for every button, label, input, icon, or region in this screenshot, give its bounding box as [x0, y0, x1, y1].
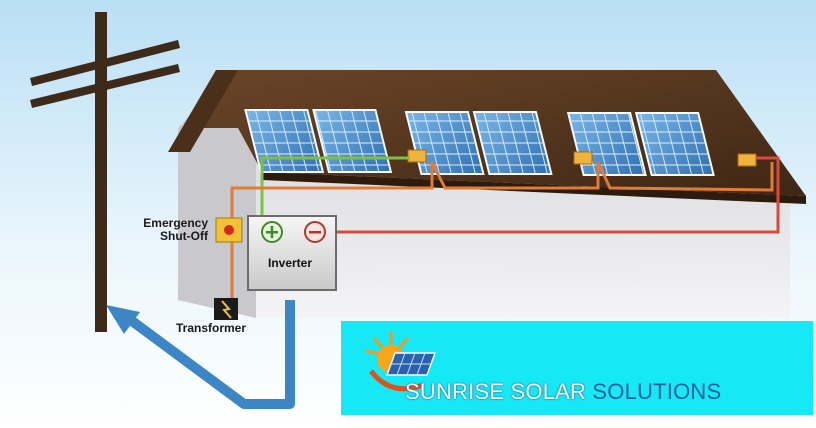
inverter-label: Inverter	[268, 256, 313, 270]
sunrise-logo	[365, 331, 437, 392]
brand-name-part2: SOLUTIONS	[592, 379, 722, 404]
junction-box	[737, 153, 757, 167]
grid-arrow-head	[106, 305, 140, 334]
ground-wire	[260, 156, 410, 228]
ac-wiring	[328, 156, 780, 234]
solar-panel-cells	[636, 113, 714, 175]
shutoff-button	[224, 225, 234, 235]
junction-box	[407, 149, 427, 163]
pole-crossarm-bottom	[30, 64, 180, 108]
brand-name-part1: SUNRISE SOLAR	[405, 379, 587, 404]
roof-edge	[168, 70, 238, 152]
transformer-label: Transformer	[176, 321, 247, 335]
junction-box	[573, 151, 593, 165]
brand-name: SUNRISE SOLAR SOLUTIONS	[405, 379, 721, 405]
grid-feed-arrow	[125, 300, 295, 409]
sunrise-swoosh	[369, 369, 424, 392]
emergency-shutoff-label: Emergency Shut-Off	[118, 217, 208, 243]
solar-panel-cells	[473, 112, 552, 174]
lightning-icon	[221, 300, 232, 319]
emergency-label-line1: Emergency	[143, 216, 208, 230]
brand-banner: SUNRISE SOLAR SOLUTIONS	[341, 321, 813, 415]
utility-pole	[95, 12, 107, 332]
plus-bar-v	[270, 226, 274, 238]
emergency-label-line2: Shut-Off	[160, 229, 208, 243]
house-gable-wall	[178, 88, 256, 318]
pole-crossarm-top	[30, 40, 180, 86]
minus-bar	[309, 231, 321, 234]
dc-wiring	[230, 161, 774, 226]
